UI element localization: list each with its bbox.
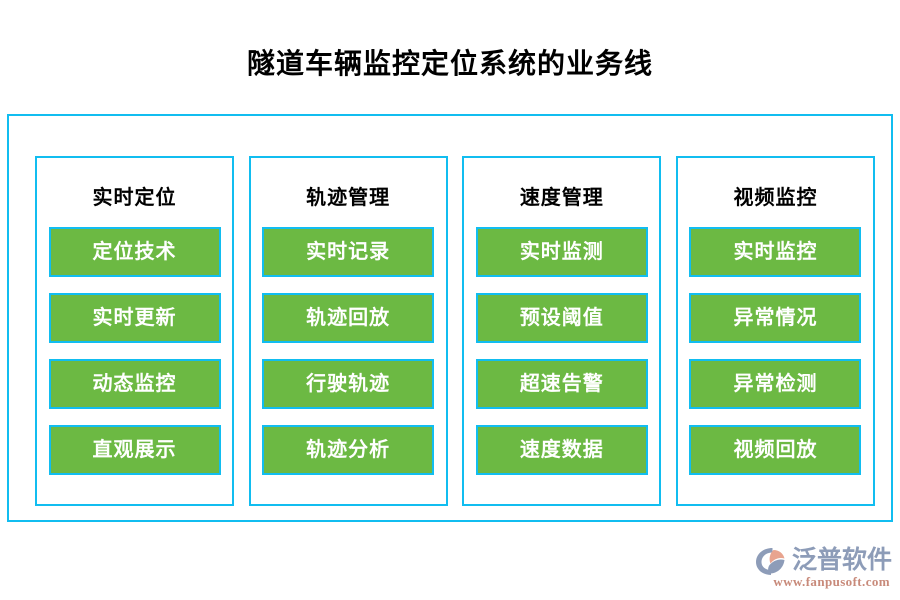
column-speed-management: 速度管理 实时监测 预设阈值 超速告警 速度数据 xyxy=(462,156,662,506)
item-box[interactable]: 实时更新 xyxy=(48,293,221,343)
brand-logo-row: 泛普软件 xyxy=(755,546,892,576)
column-header: 轨迹管理 xyxy=(306,187,391,209)
item-box[interactable]: 速度数据 xyxy=(475,425,648,475)
column-header: 视频监控 xyxy=(733,187,818,209)
item-box[interactable]: 定位技术 xyxy=(48,227,221,277)
column-track-management: 轨迹管理 实时记录 轨迹回放 行驶轨迹 轨迹分析 xyxy=(248,156,448,506)
column-video-surveillance: 视频监控 实时监控 异常情况 异常检测 视频回放 xyxy=(675,156,875,506)
diagram-frame: 实时定位 定位技术 实时更新 动态监控 直观展示 轨迹管理 实时记录 轨迹回放 … xyxy=(7,114,893,522)
column-items: 实时监测 预设阈值 超速告警 速度数据 xyxy=(464,227,659,475)
column-header: 速度管理 xyxy=(519,187,604,209)
item-box[interactable]: 异常情况 xyxy=(689,293,862,343)
item-box[interactable]: 直观展示 xyxy=(48,425,221,475)
page-title: 隧道车辆监控定位系统的业务线 xyxy=(246,49,653,80)
item-box[interactable]: 实时监测 xyxy=(475,227,648,277)
item-box[interactable]: 超速告警 xyxy=(475,359,648,409)
item-box[interactable]: 实时记录 xyxy=(262,227,435,277)
item-box[interactable]: 轨迹分析 xyxy=(262,425,435,475)
item-box[interactable]: 轨迹回放 xyxy=(262,293,435,343)
brand-name: 泛普软件 xyxy=(791,547,892,574)
item-box[interactable]: 行驶轨迹 xyxy=(262,359,435,409)
item-box[interactable]: 异常检测 xyxy=(689,359,862,409)
item-box[interactable]: 视频回放 xyxy=(689,425,862,475)
column-realtime-positioning: 实时定位 定位技术 实时更新 动态监控 直观展示 xyxy=(35,156,234,506)
columns-container: 实时定位 定位技术 实时更新 动态监控 直观展示 轨迹管理 实时记录 轨迹回放 … xyxy=(35,156,875,506)
column-items: 定位技术 实时更新 动态监控 直观展示 xyxy=(37,227,232,475)
item-box[interactable]: 动态监控 xyxy=(48,359,221,409)
column-items: 实时记录 轨迹回放 行驶轨迹 轨迹分析 xyxy=(251,227,446,475)
column-items: 实时监控 异常情况 异常检测 视频回放 xyxy=(678,227,873,475)
item-box[interactable]: 实时监控 xyxy=(689,227,862,277)
brand-url: www.fanpusoft.com xyxy=(773,574,890,589)
fanpu-swoosh-logo-icon xyxy=(755,548,785,575)
item-box[interactable]: 预设阈值 xyxy=(475,293,648,343)
brand-logo: 泛普软件 www.fanpusoft.com xyxy=(742,534,892,590)
column-header: 实时定位 xyxy=(92,187,177,209)
